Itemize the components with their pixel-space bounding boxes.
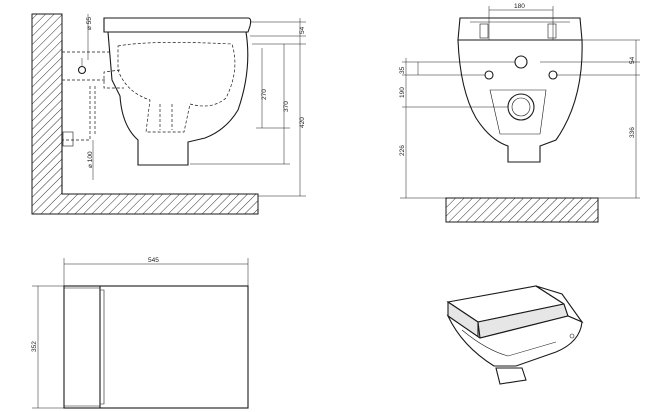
front-view: 180 35 190 226 54 336 bbox=[399, 3, 640, 223]
seat-lid bbox=[103, 17, 252, 33]
outlet-spigot bbox=[495, 367, 527, 385]
top-outline bbox=[63, 285, 249, 409]
front-dimensions bbox=[400, 6, 640, 199]
dim-height-right: 336 bbox=[629, 127, 636, 138]
dim-pipe-dia: ⌀ 55 bbox=[86, 17, 93, 30]
bolt-hole-left bbox=[484, 70, 494, 80]
dim-outlet-dia: ⌀ 100 bbox=[87, 151, 94, 168]
wall-hatch bbox=[31, 13, 259, 215]
fixing-hole bbox=[569, 333, 575, 339]
side-dimensions bbox=[81, 14, 306, 197]
dim-inlet-offset: 35 bbox=[399, 66, 406, 74]
dim-width: 352 bbox=[31, 341, 38, 352]
inlet-hole bbox=[514, 55, 528, 69]
bolt-hole-right bbox=[548, 70, 558, 80]
dim-bolt-span: 180 bbox=[514, 3, 525, 10]
dim-right-top: 54 bbox=[629, 56, 636, 64]
dim-height-c: 420 bbox=[299, 117, 306, 128]
floor-hatch bbox=[445, 197, 599, 223]
dim-top-gap: 54 bbox=[299, 26, 306, 34]
pipe-inlet bbox=[77, 65, 87, 75]
isometric-view bbox=[446, 285, 584, 385]
bowl-outline bbox=[107, 31, 249, 166]
dim-height-a: 270 bbox=[261, 89, 268, 100]
top-view: 545 352 bbox=[31, 257, 249, 409]
dim-outlet-offset: 190 bbox=[399, 87, 406, 98]
dim-height-left: 226 bbox=[399, 145, 406, 156]
side-view: ⌀ 55 54 270 370 420 ⌀ 100 bbox=[31, 13, 306, 215]
dim-length: 545 bbox=[148, 257, 159, 264]
dim-height-b: 370 bbox=[283, 101, 290, 112]
front-bowl bbox=[457, 39, 583, 163]
